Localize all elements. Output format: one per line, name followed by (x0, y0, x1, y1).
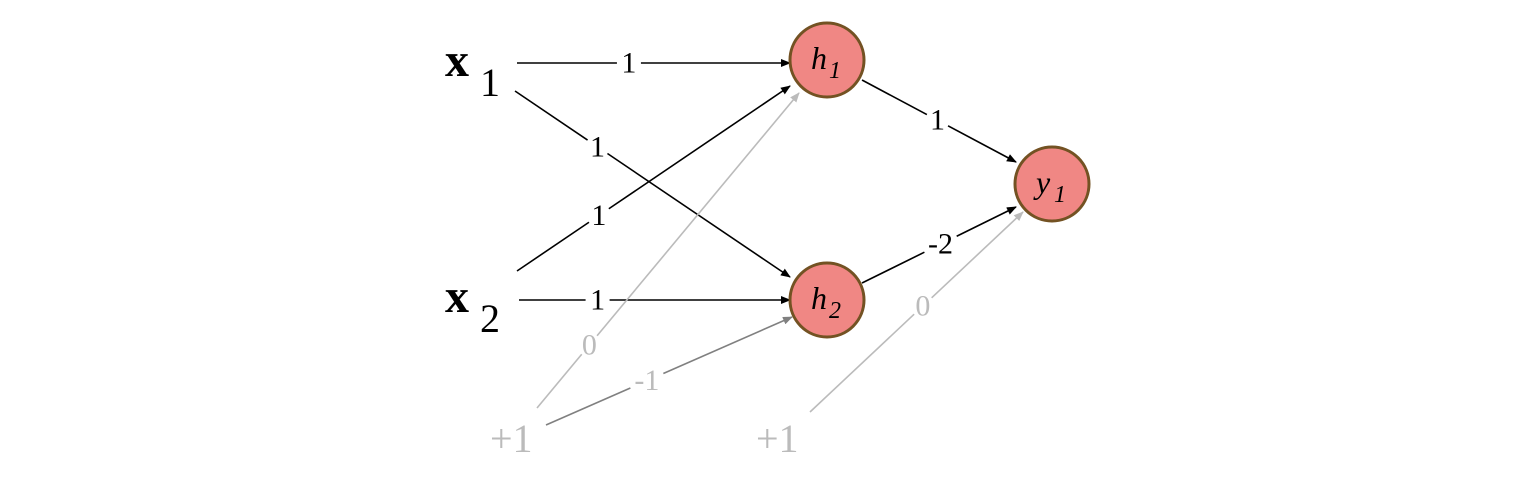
edge-line (514, 90, 589, 141)
edge-weight-label: 1 (590, 130, 605, 163)
edge-x1-h1: 1 (517, 47, 791, 80)
edge-weight-label: 1 (930, 104, 945, 137)
node-label: h (811, 280, 827, 316)
edge-weight-label: 1 (591, 199, 606, 232)
edge-x2-h2: 1 (519, 284, 791, 317)
node-circle (1013, 145, 1091, 223)
edge-b1-h2: -1 (545, 316, 793, 426)
edge-h2-y1: -2 (861, 206, 1017, 284)
node-subscript: 2 (829, 298, 841, 324)
edge-weight-label: 0 (915, 290, 930, 323)
edge-b2-y1: 0 (809, 211, 1024, 413)
edge-line (861, 251, 925, 284)
edge-line (861, 79, 928, 116)
edge-b1-h1: 0 (536, 92, 800, 409)
edge-arrow (947, 125, 1017, 163)
edge-x2-h1: 1 (516, 85, 791, 272)
edge-line (809, 313, 915, 413)
edge-weight-label: -1 (634, 364, 659, 397)
node-subscript: 1 (829, 58, 841, 84)
edge-weight-label: 0 (582, 329, 597, 362)
input-label: x (445, 34, 469, 87)
input-label: x (445, 270, 469, 323)
node-label: h (811, 40, 827, 76)
edge-arrow (608, 85, 791, 210)
node-circle (788, 261, 866, 339)
edge-weight-label: -2 (928, 228, 953, 261)
node-circle (788, 21, 866, 99)
edge-arrow (931, 211, 1024, 299)
edge-arrow (956, 206, 1017, 237)
bias-input-b2: +1 (756, 416, 799, 461)
edge-h1-y1: 1 (861, 79, 1017, 163)
edge-x1-h2: 1 (514, 90, 791, 278)
edge-line (516, 221, 590, 272)
edge-arrow (663, 316, 793, 375)
node-label: y (1033, 164, 1051, 200)
bias-input-b1: +1 (490, 416, 533, 461)
edge-arrow (596, 92, 800, 337)
node-subscript: 1 (1054, 182, 1066, 208)
edge-weight-label: 1 (621, 47, 636, 80)
edge-line (536, 353, 583, 409)
input-subscript: 1 (480, 60, 500, 105)
edge-arrow (606, 152, 791, 278)
edge-line (545, 387, 631, 426)
edges-layer: 1 1 1 1 1 -2 0 -1 0 (514, 47, 1024, 426)
input-subscript: 2 (480, 296, 500, 341)
edge-weight-label: 1 (590, 284, 605, 317)
